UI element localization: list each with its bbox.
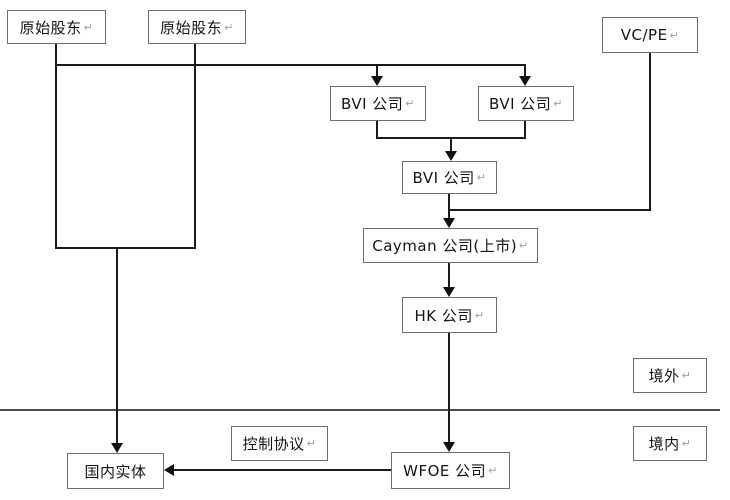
line-founders-top bbox=[55, 64, 526, 66]
node-bvi-company-3: BVI 公司↵ bbox=[402, 161, 497, 194]
line-bvi2-out bbox=[524, 121, 526, 139]
return-mark-icon: ↵ bbox=[224, 20, 234, 34]
node-label: 原始股东 bbox=[160, 18, 223, 37]
arrowhead-into-bvi2 bbox=[519, 76, 531, 86]
node-cayman-listed-company: Cayman 公司(上市)↵ bbox=[363, 228, 538, 263]
node-control-agreement: 控制协议↵ bbox=[231, 426, 328, 461]
node-label: 国内实体 bbox=[84, 462, 147, 481]
return-mark-icon: ↵ bbox=[519, 239, 529, 252]
arrowhead-into-hk bbox=[443, 287, 455, 297]
arrowhead-into-domestic-right bbox=[164, 464, 174, 476]
node-label: HK 公司 bbox=[414, 306, 473, 325]
return-mark-icon: ↵ bbox=[405, 97, 415, 110]
node-domestic-entity: 国内实体 bbox=[67, 453, 164, 489]
line-drop-bvi2 bbox=[524, 64, 526, 77]
node-label: Cayman 公司(上市) bbox=[372, 237, 518, 255]
node-label: 原始股东 bbox=[19, 18, 82, 37]
line-vcpe-left bbox=[448, 209, 651, 211]
line-bvi1-out bbox=[376, 121, 378, 139]
node-label: 境外 bbox=[648, 367, 680, 385]
line-hk-out bbox=[448, 333, 450, 443]
node-original-shareholders-1: 原始股东↵ bbox=[7, 10, 106, 44]
return-mark-icon: ↵ bbox=[474, 308, 485, 322]
node-label: VC/PE bbox=[620, 26, 668, 44]
line-founders-rect-bottom bbox=[55, 247, 196, 249]
line-founder1-down bbox=[55, 44, 57, 249]
node-label: 控制协议 bbox=[242, 435, 305, 453]
line-vcpe-down bbox=[649, 53, 651, 211]
arrowhead-into-bvi3 bbox=[445, 151, 457, 161]
return-mark-icon: ↵ bbox=[83, 20, 94, 34]
line-drop-bvi3 bbox=[450, 137, 452, 152]
node-offshore-label: 境外↵ bbox=[633, 358, 707, 393]
node-wfoe-company: WFOE 公司↵ bbox=[391, 452, 510, 489]
node-bvi-company-2: BVI 公司↵ bbox=[478, 86, 574, 121]
node-original-shareholders-2: 原始股东↵ bbox=[148, 10, 246, 44]
onshore-offshore-divider bbox=[0, 409, 720, 411]
node-vcpe: VC/PE↵ bbox=[602, 17, 698, 53]
return-mark-icon: ↵ bbox=[306, 437, 317, 450]
node-hk-company: HK 公司↵ bbox=[402, 297, 497, 333]
return-mark-icon: ↵ bbox=[476, 171, 487, 184]
return-mark-icon: ↵ bbox=[488, 464, 498, 477]
node-label: BVI 公司 bbox=[412, 169, 475, 187]
line-drop-bvi1 bbox=[376, 64, 378, 77]
arrowhead-into-wfoe bbox=[443, 442, 455, 452]
node-label: 境内 bbox=[648, 435, 680, 453]
node-label: BVI 公司 bbox=[488, 95, 552, 113]
arrowhead-into-bvi1 bbox=[371, 76, 383, 86]
node-onshore-label: 境内↵ bbox=[633, 426, 707, 461]
return-mark-icon: ↵ bbox=[681, 437, 692, 450]
node-bvi-company-1: BVI 公司↵ bbox=[330, 86, 426, 121]
node-label: BVI 公司 bbox=[340, 95, 404, 113]
line-bvi3-out bbox=[448, 193, 450, 219]
line-cayman-out bbox=[448, 263, 450, 288]
arrowhead-into-domestic-top bbox=[111, 443, 123, 453]
arrowhead-into-cayman bbox=[443, 218, 455, 228]
line-founders-to-domestic bbox=[116, 248, 118, 444]
line-founder2-down bbox=[194, 44, 196, 249]
return-mark-icon: ↵ bbox=[553, 97, 563, 110]
node-label: WFOE 公司 bbox=[403, 462, 487, 480]
line-wfoe-to-domestic bbox=[174, 469, 391, 471]
return-mark-icon: ↵ bbox=[669, 28, 680, 42]
return-mark-icon: ↵ bbox=[681, 369, 692, 382]
